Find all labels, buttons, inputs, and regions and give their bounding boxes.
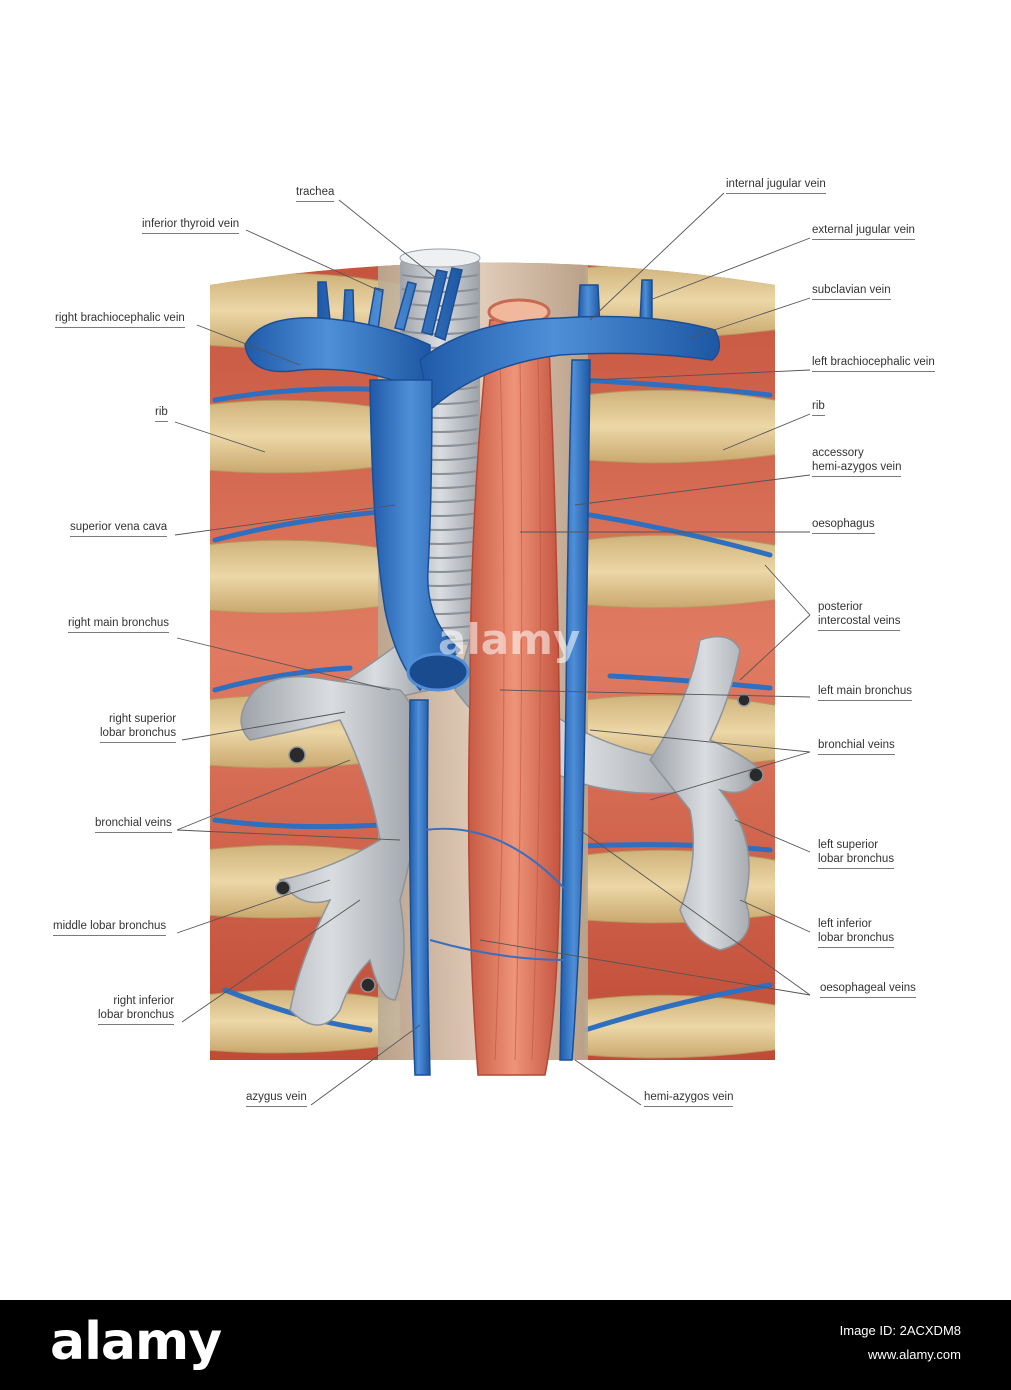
left-brachiocephalic-shape <box>419 315 721 412</box>
label-internal-jugular-vein: internal jugular vein <box>726 177 826 194</box>
venous-system <box>244 267 721 1076</box>
rib-band <box>584 389 775 464</box>
vena-cava-opening <box>406 652 470 692</box>
label-right-brachiocephalic-vein: right brachiocephalic vein <box>55 311 185 328</box>
intercostal-vein <box>587 512 773 558</box>
label-bronchial-veins-right: bronchial veins <box>818 738 895 755</box>
rib-band <box>584 994 775 1059</box>
intercostal-vein <box>212 665 353 693</box>
intercostal-vein <box>577 842 773 853</box>
label-rib-right: rib <box>812 399 825 416</box>
label-oesophageal-veins: oesophageal veins <box>820 981 916 998</box>
bronchus-opening <box>275 880 291 896</box>
left-bronchial-branches <box>649 635 761 951</box>
hemi-azygos-vein-shape <box>559 359 591 1061</box>
external-jugular-vein-shape <box>639 279 653 323</box>
label-superior-vena-cava: superior vena cava <box>70 520 168 537</box>
superior-vena-cava-shape <box>369 379 462 692</box>
rib-band <box>210 539 401 614</box>
bronchus-opening <box>737 693 751 707</box>
bronchus-opening <box>288 746 306 764</box>
label-rib-left: rib <box>155 405 168 422</box>
label-oesophagus: oesophagus <box>812 517 875 534</box>
bronchus-opening <box>360 977 376 993</box>
intercostal-vein <box>577 377 773 398</box>
label-subclavian-vein: subclavian vein <box>812 283 891 300</box>
intercostal-vein <box>212 509 383 543</box>
intercostal-veins <box>212 377 773 1033</box>
label-right-main-bronchus: right main bronchus <box>68 616 169 633</box>
alamy-logo[interactable]: alamy <box>50 1312 222 1372</box>
anatomy-illustration <box>174 192 811 1106</box>
oesophageal-vein <box>424 827 567 891</box>
intercostal-vein <box>212 817 383 830</box>
leader-lines <box>174 192 811 1106</box>
footer-bar: alamy Image ID: 2ACXDM8 www.alamy.com <box>0 1300 1011 1390</box>
azygus-vein-shape <box>408 699 431 1076</box>
site-url[interactable]: www.alamy.com <box>868 1347 961 1362</box>
image-id: Image ID: 2ACXDM8 <box>839 1323 961 1338</box>
label-azygus-vein: azygus vein <box>246 1090 307 1107</box>
rib-band <box>584 534 775 609</box>
label-middle-lobar-bronchus: middle lobar bronchus <box>53 919 167 936</box>
label-inferior-thyroid-vein: inferior thyroid vein <box>142 217 240 234</box>
label-bronchial-veins-left: bronchial veins <box>95 816 172 833</box>
intercostal-vein <box>582 982 773 1033</box>
label-trachea: trachea <box>296 185 335 202</box>
label-left-brachiocephalic-vein: left brachiocephalic vein <box>812 355 935 372</box>
watermark: alamy <box>438 615 581 664</box>
right-bronchial-branches <box>240 675 421 1026</box>
label-left-main-bronchus: left main bronchus <box>818 684 912 701</box>
label-hemi-azygos-vein: hemi-azygos vein <box>644 1090 734 1107</box>
intercostal-vein <box>212 386 393 403</box>
label-external-jugular-vein: external jugular vein <box>812 223 915 240</box>
oesophageal-vein <box>429 939 567 961</box>
